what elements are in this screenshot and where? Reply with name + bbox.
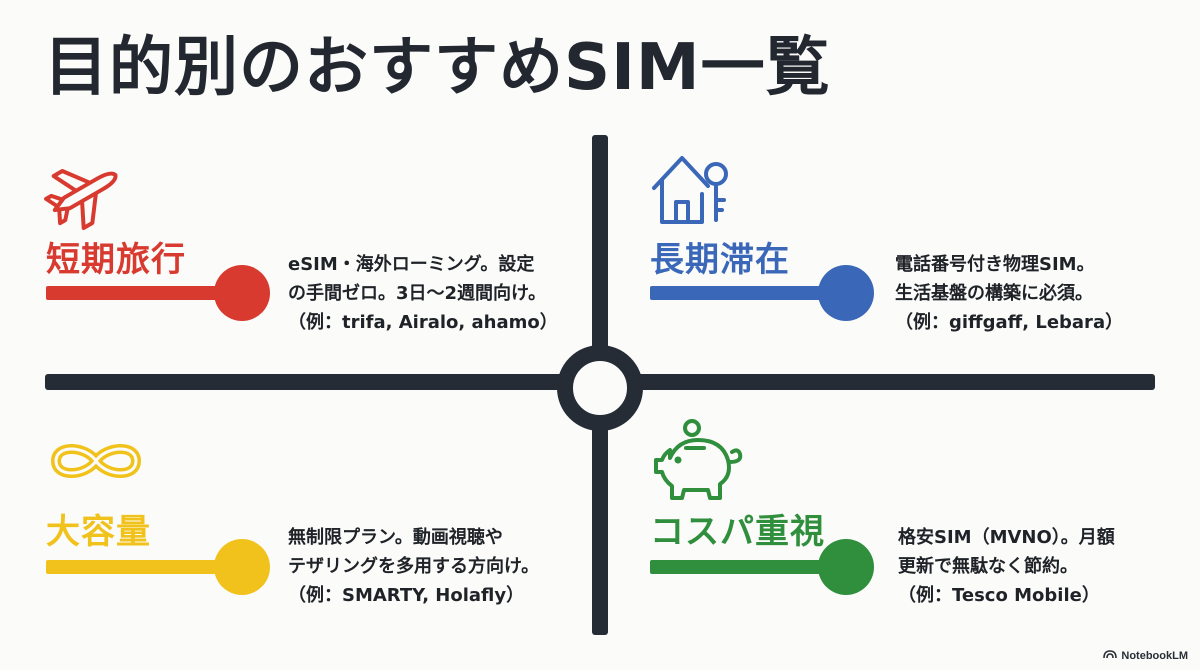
description-line: テザリングを多用する方向け。: [288, 556, 540, 577]
category-short-trip: 短期旅行: [46, 240, 186, 280]
description-line: の手間ゼロ。3日〜2週間向け。: [288, 283, 547, 304]
description-long-stay: 電話番号付き物理SIM。 生活基盤の構築に必須。 （例：giffgaff, Le…: [895, 250, 1123, 337]
connector-long-stay: [650, 286, 850, 300]
center-hub: [557, 345, 643, 431]
piggy-bank-icon: [650, 418, 746, 508]
description-cost: 格安SIM（MVNO）。月額 更新で無駄なく節約。 （例：Tesco Mobil…: [898, 523, 1115, 610]
node-short-trip: [214, 265, 270, 321]
infinity-icon: [48, 438, 144, 484]
description-line: （例：SMARTY, Holafly）: [288, 585, 525, 606]
description-large-data: 無制限プラン。動画視聴や テザリングを多用する方向け。 （例：SMARTY, H…: [288, 523, 539, 610]
description-line: eSIM・海外ローミング。設定: [288, 254, 535, 275]
house-key-icon: [650, 152, 734, 226]
brand-mark: NotebookLM: [1103, 649, 1188, 662]
notebooklm-icon: [1103, 649, 1118, 662]
description-line: 生活基盤の構築に必須。: [895, 283, 1093, 304]
category-cost: コスパ重視: [650, 512, 825, 552]
airplane-icon: [44, 150, 128, 230]
page-title: 目的別のおすすめSIM一覧: [44, 31, 831, 105]
connector-short-trip: [46, 286, 246, 300]
brand-label: NotebookLM: [1121, 649, 1188, 662]
node-long-stay: [818, 265, 874, 321]
description-line: 電話番号付き物理SIM。: [895, 254, 1095, 275]
description-line: 格安SIM（MVNO）。月額: [898, 527, 1115, 548]
category-large-data: 大容量: [46, 512, 151, 552]
connector-large-data: [46, 560, 246, 574]
description-line: （例：giffgaff, Lebara）: [895, 312, 1124, 333]
category-long-stay: 長期滞在: [650, 240, 790, 280]
node-cost: [818, 539, 874, 595]
description-line: （例：trifa, Airalo, ahamo）: [288, 312, 558, 333]
connector-cost: [650, 560, 850, 574]
description-line: 更新で無駄なく節約。: [898, 556, 1078, 577]
description-line: 無制限プラン。動画視聴や: [288, 527, 503, 548]
description-short-trip: eSIM・海外ローミング。設定 の手間ゼロ。3日〜2週間向け。 （例：trifa…: [288, 250, 558, 337]
description-line: （例：Tesco Mobile）: [898, 585, 1100, 606]
node-large-data: [214, 539, 270, 595]
